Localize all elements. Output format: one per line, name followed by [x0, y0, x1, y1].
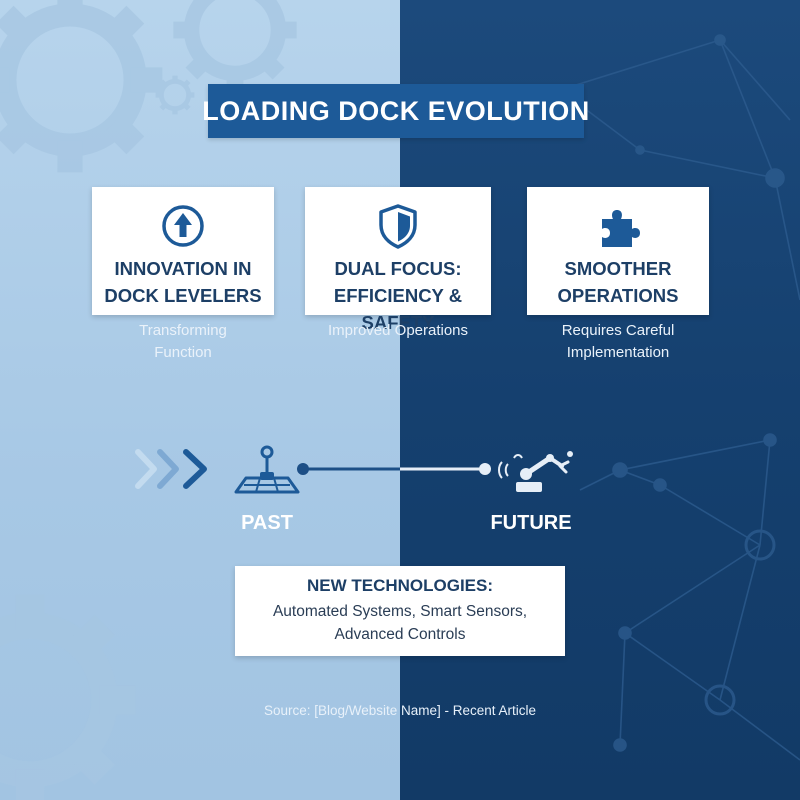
arrow-up-circle-icon [158, 201, 208, 251]
new-technologies-title: NEW TECHNOLOGIES: [306, 576, 494, 595]
timeline-future-label: FUTURE [490, 512, 572, 534]
robotic-arm-icon [498, 451, 573, 492]
card-smoother-operations: SMOOTHER OPERATIONS [527, 187, 709, 315]
card-subtitle-innovation: Transforming Function [139, 322, 227, 361]
card-title: INNOVATION IN DOCK LEVELERS [104, 258, 262, 306]
title-banner: LOADING DOCK EVOLUTION [202, 84, 589, 138]
card-dual-focus: DUAL FOCUS: EFFICIENCY & SAFETY [305, 187, 491, 333]
timeline-connector [297, 463, 491, 475]
shield-icon [373, 201, 423, 251]
chevron-arrows-icon [135, 449, 207, 489]
new-technologies-box: NEW TECHNOLOGIES: Automated Systems, Sma… [235, 566, 565, 656]
card-title: SMOOTHER OPERATIONS [557, 258, 679, 306]
timeline-past-label: PAST [241, 512, 293, 534]
puzzle-piece-icon [593, 201, 643, 251]
source-caption: Source: [Blog/Website Name] - Recent Art… [263, 703, 537, 718]
card-title: DUAL FOCUS: EFFICIENCY & SAFETY [333, 258, 463, 333]
card-subtitle-smoother-operations: Requires Careful Implementation [561, 322, 675, 361]
card-innovation: INNOVATION IN DOCK LEVELERS [92, 187, 274, 315]
card-subtitle-dual-focus: Improved Operations [327, 322, 469, 339]
joystick-lever-icon [234, 445, 300, 494]
new-technologies-body: Automated Systems, Smart Sensors, Advanc… [272, 603, 528, 643]
page-title: LOADING DOCK EVOLUTION [202, 95, 590, 126]
